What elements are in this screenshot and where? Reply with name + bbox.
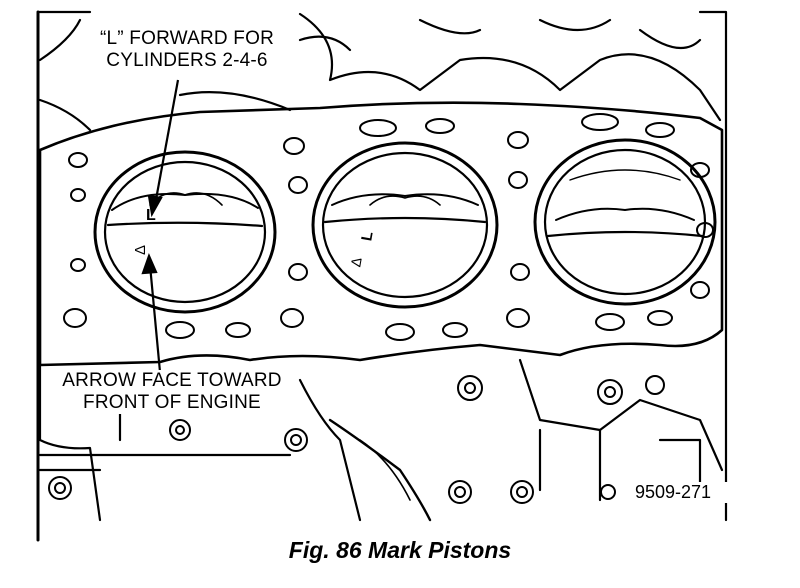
frame-top-right (698, 10, 728, 522)
head-gasket-outline (38, 101, 724, 367)
l-mark-cylinder-4: L (358, 230, 376, 242)
leader-line-l-forward (153, 79, 180, 206)
callout-l-forward-line1: “L” FORWARD FOR (100, 28, 274, 49)
figure-caption: Fig. 86 Mark Pistons (288, 537, 512, 563)
callout-arrow-face: ARROW FACE TOWARD FRONT OF ENGINE (46, 370, 298, 414)
arrowhead-arrow-face (141, 253, 158, 275)
arrowhead-l-forward (147, 194, 163, 218)
cylinder-bore-2 (311, 141, 499, 309)
arrow-mark-cylinder-4: Δ (347, 256, 364, 268)
leader-lines (141, 79, 180, 373)
lower-bolts (48, 375, 665, 504)
callout-l-forward-line2: CYLINDERS 2-4-6 (106, 50, 268, 71)
leader-line-arrow-face (148, 264, 162, 373)
callout-l-forward: “L” FORWARD FOR CYLINDERS 2-4-6 (82, 28, 292, 72)
lower-block (38, 358, 724, 522)
callout-arrow-face-line1: ARROW FACE TOWARD (62, 370, 282, 391)
figure-reference-number: 9509-271 (633, 482, 737, 503)
cylinder-bore-1 (93, 150, 277, 314)
callout-arrow-face-line2: FRONT OF ENGINE (83, 392, 261, 413)
l-mark-cylinder-2: L (146, 207, 156, 224)
upper-structure (38, 12, 722, 122)
arrow-mark-cylinder-2: Δ (132, 245, 149, 255)
cylinder-bore-3 (533, 138, 717, 306)
gasket-holes (63, 113, 714, 341)
piston-marks: L Δ L Δ (132, 207, 377, 268)
